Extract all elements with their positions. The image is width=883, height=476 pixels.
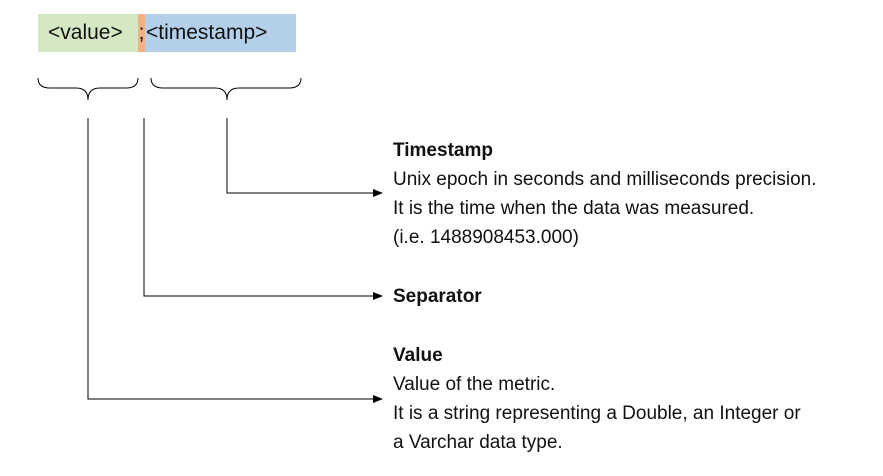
- value-line-2: It is a string representing a Double, an…: [393, 403, 801, 424]
- separator-description: Separator: [393, 282, 482, 311]
- value-connector-arrow: [87, 118, 383, 403]
- timestamp-description: Timestamp Unix epoch in seconds and mill…: [393, 136, 817, 252]
- value-line-3: a Varchar data type.: [393, 432, 563, 453]
- timestamp-connector-arrow: [226, 118, 383, 197]
- separator-title: Separator: [393, 286, 482, 307]
- value-title: Value: [393, 345, 443, 366]
- timestamp-title: Timestamp: [393, 140, 493, 161]
- value-token: <value>: [38, 14, 138, 52]
- value-line-1: Value of the metric.: [393, 374, 556, 395]
- timestamp-line-2: It is the time when the data was measure…: [393, 198, 755, 219]
- timestamp-brace: [150, 77, 302, 101]
- timestamp-line-1: Unix epoch in seconds and milliseconds p…: [393, 169, 817, 190]
- value-description: Value Value of the metric. It is a strin…: [393, 341, 801, 457]
- value-brace: [37, 77, 139, 101]
- timestamp-token: <timestamp>: [145, 14, 296, 52]
- separator-connector-arrow: [143, 118, 383, 300]
- separator-token: ;: [138, 14, 145, 52]
- timestamp-line-3: (i.e. 1488908453.000): [393, 227, 579, 248]
